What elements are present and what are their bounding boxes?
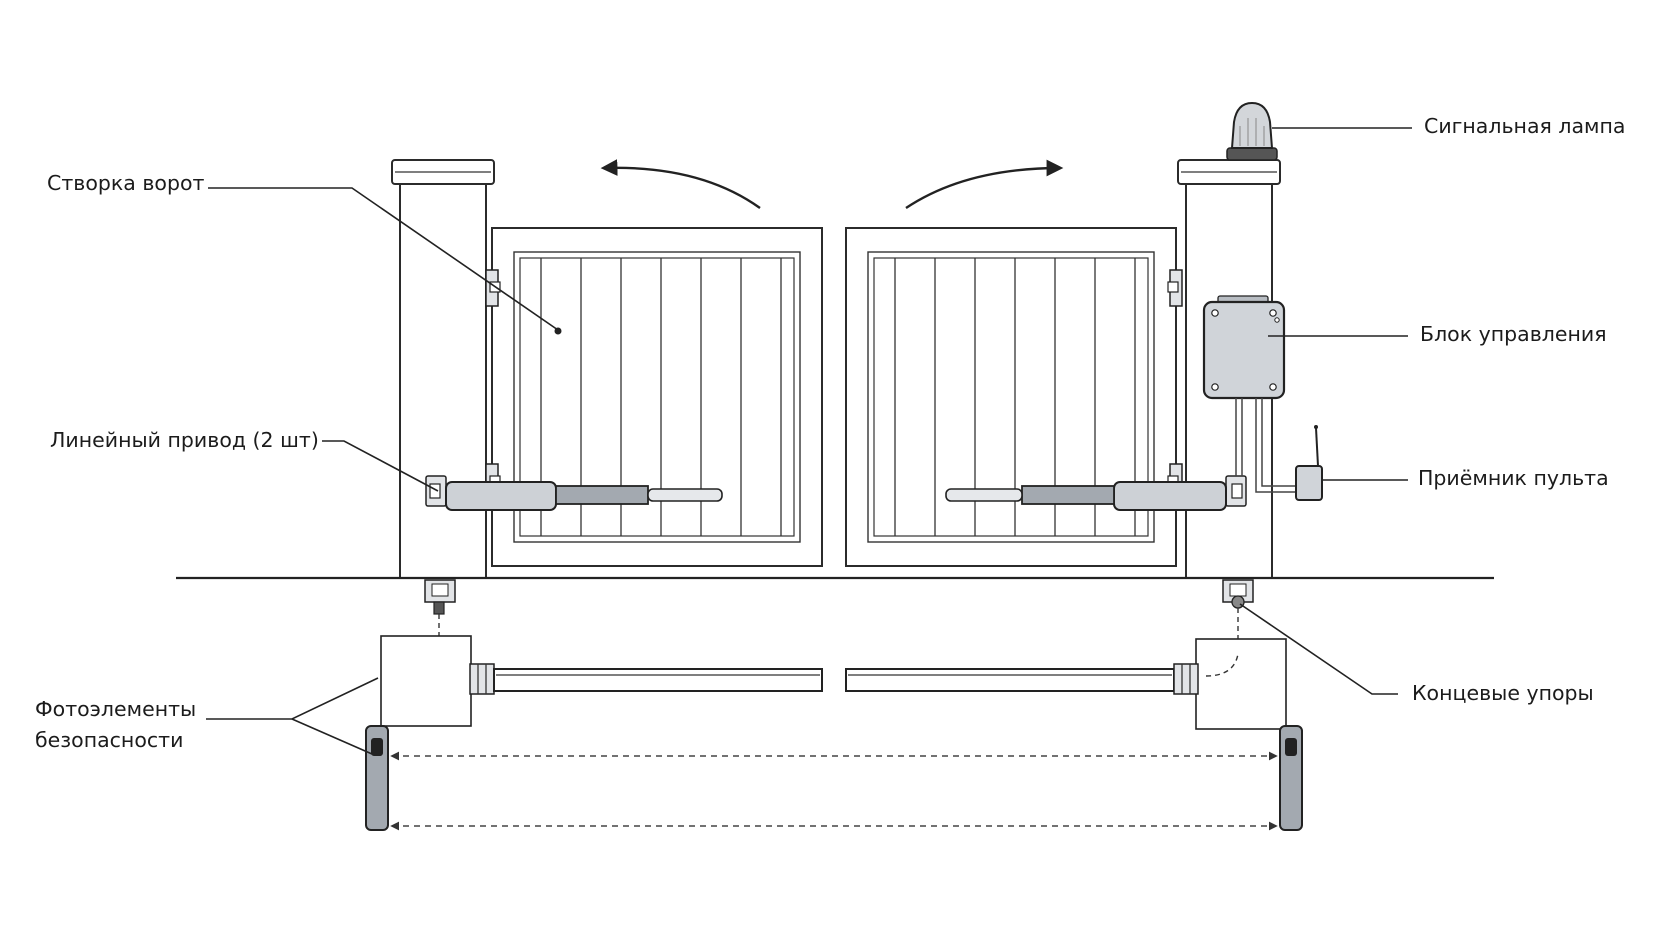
wiring	[1235, 398, 1296, 493]
plan-right-leaf	[845, 663, 1199, 695]
label-control-unit: Блок управления	[1420, 322, 1607, 346]
label-linear-actuator: Линейный привод (2 шт)	[50, 428, 319, 452]
plan-right-pillar	[1195, 638, 1287, 730]
right-linear-actuator	[945, 475, 1247, 511]
label-end-stops: Концевые упоры	[1412, 681, 1594, 705]
right-photocell	[1279, 725, 1303, 831]
remote-receiver	[1295, 425, 1323, 501]
plan-left-pillar	[380, 635, 472, 727]
label-photocells-line1: Фотоэлементы	[35, 697, 196, 721]
leader-lines	[206, 127, 1412, 755]
label-gate-leaf: Створка ворот	[47, 171, 205, 195]
plan-left-leaf	[469, 663, 823, 695]
left-end-stop	[424, 579, 456, 656]
label-signal-lamp: Сигнальная лампа	[1424, 114, 1625, 138]
curved-arrow-icon	[905, 159, 1064, 209]
right-gate-leaf	[845, 227, 1177, 567]
left-photocell	[365, 725, 389, 831]
photocell-beams	[390, 751, 1278, 831]
left-linear-actuator	[425, 475, 723, 511]
curved-arrow-icon	[600, 159, 761, 209]
label-photocells-line2: безопасности	[35, 728, 183, 752]
left-pillar	[391, 159, 495, 579]
label-remote-receiver: Приёмник пульта	[1418, 466, 1609, 490]
warning-lamp-icon	[1226, 101, 1278, 161]
left-gate-leaf	[491, 227, 823, 567]
control-unit	[1202, 295, 1286, 400]
